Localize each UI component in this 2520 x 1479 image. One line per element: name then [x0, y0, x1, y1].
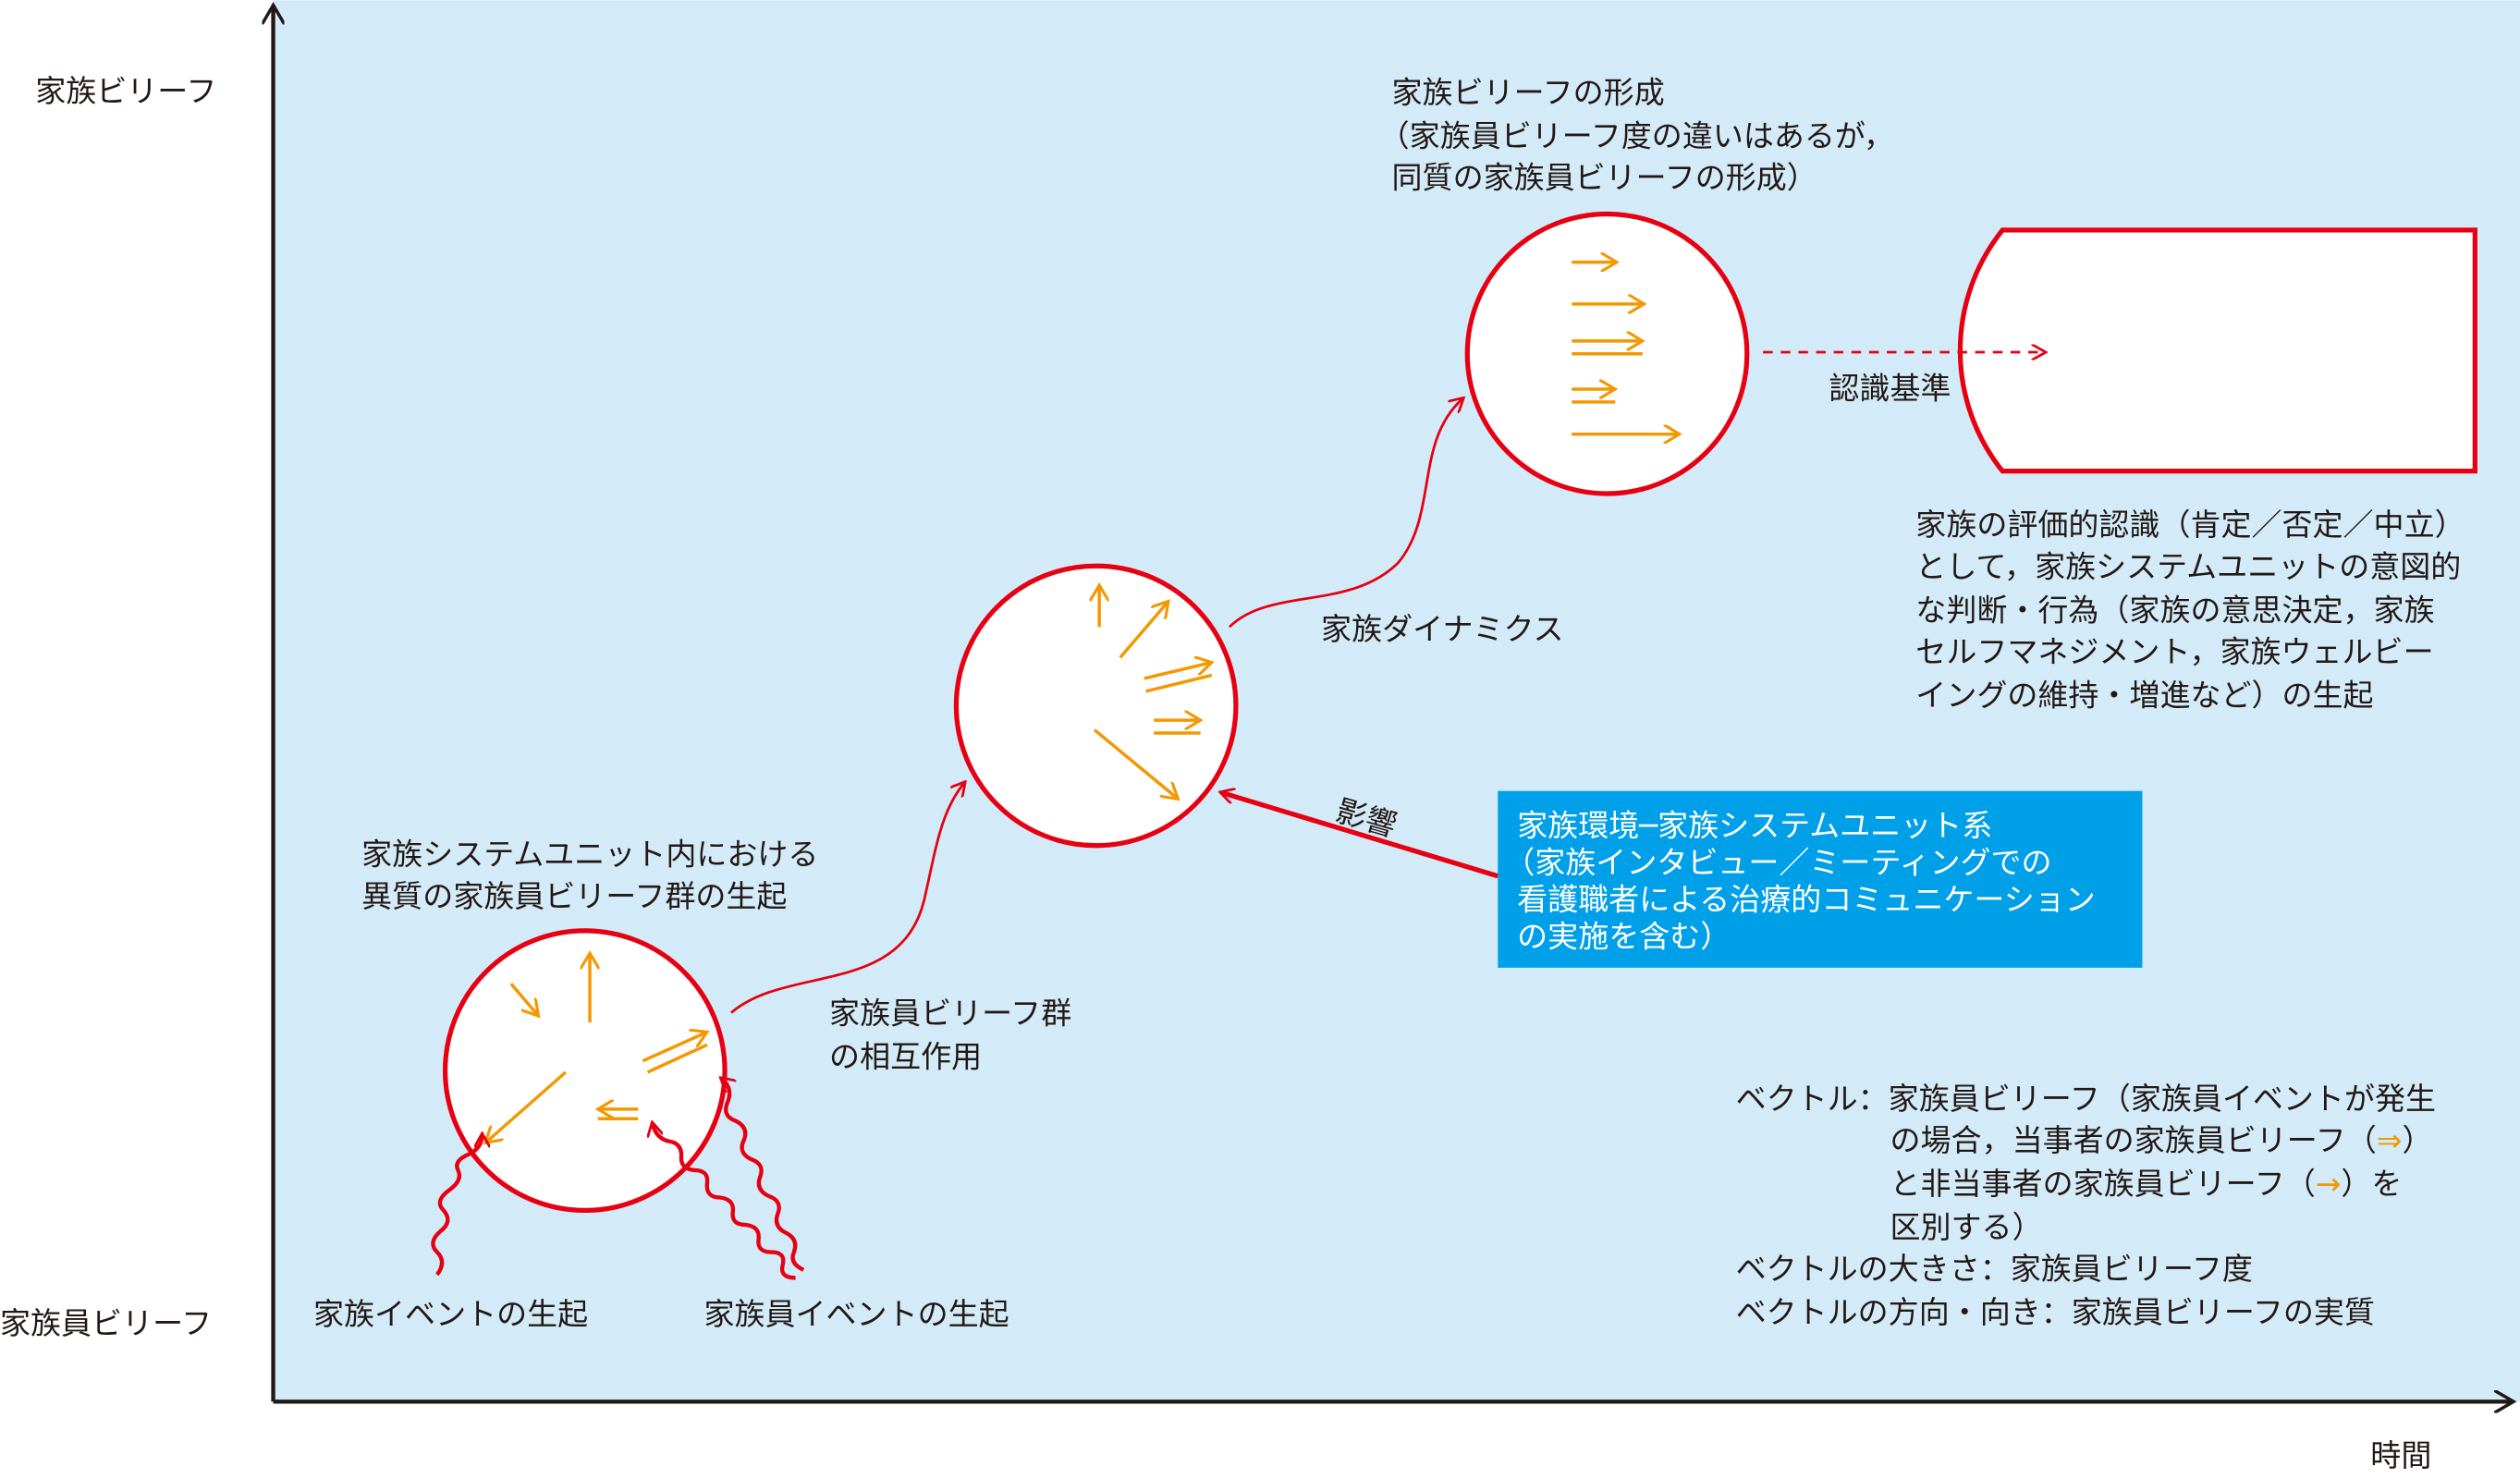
dynamics-curve	[1228, 398, 1462, 629]
evaluation-line-2: として，家族システムユニットの意図的	[1915, 548, 2461, 584]
environment-line-1: 家族環境─家族システムユニット系	[1517, 807, 1992, 843]
legend-magnitude: ベクトルの大きさ：家族員ビリーフ度	[1736, 1251, 2253, 1287]
double-arrow-icon: ⇒	[2377, 1122, 2403, 1158]
family-event-wavy-arrow	[431, 1135, 482, 1277]
member-event-wavy-arrow-2	[722, 1079, 805, 1272]
y-axis-top-label: 家族ビリーフ	[35, 73, 216, 109]
interaction-curve	[730, 783, 964, 1014]
legend-vector-line-3: と非当事者の家族員ビリーフ（→）を	[1890, 1166, 2403, 1202]
dynamics-label: 家族ダイナミクス	[1321, 611, 1563, 647]
y-axis-bottom-label: 家族員ビリーフ	[0, 1305, 212, 1341]
vector-arrows-circle-3	[1572, 263, 1679, 434]
member-event-label: 家族員イベントの生起	[703, 1296, 1009, 1332]
legend-vector-line-2: の場合，当事者の家族員ビリーフ（⇒）	[1890, 1122, 2433, 1158]
evaluation-line-5: イングの維持・増進など）の生起	[1915, 677, 2373, 713]
member-event-wavy-arrow-1	[653, 1124, 796, 1280]
formation-label-3: 同質の家族員ビリーフの形成）	[1392, 160, 1817, 196]
environment-line-2: （家族インタビュー／ミーティングでの	[1504, 844, 2051, 880]
x-axis-label: 時間	[2370, 1437, 2431, 1473]
heterogeneous-label-2: 異質の家族員ビリーフ群の生起	[361, 878, 787, 914]
interaction-label-2: の相互作用	[829, 1039, 982, 1075]
evaluation-line-3: な判断・行為（家族の意思決定，家族	[1915, 592, 2434, 628]
heterogeneous-label-1: 家族システムユニット内における	[361, 837, 818, 873]
criterion-label: 認識基準	[1829, 370, 1951, 406]
legend-vector-line-4: 区別する）	[1890, 1209, 2043, 1245]
influence-arrow	[1221, 792, 1499, 879]
single-arrow-icon: →	[2316, 1166, 2342, 1202]
evaluation-line-4: セルフマネジメント，家族ウェルビー	[1915, 634, 2433, 670]
legend-vector: ベクトル：家族員ビリーフ（家族員イベントが発生	[1736, 1081, 2436, 1117]
heterogeneous-beliefs-circle	[442, 928, 728, 1213]
formation-label-2: （家族員ビリーフ度の違いはあるが，	[1379, 117, 1894, 153]
interaction-circle	[953, 563, 1239, 849]
environment-line-3: 看護職者による治療的コミュニケーション	[1517, 881, 2096, 917]
family-environment-box	[1498, 790, 2143, 968]
legend-direction: ベクトルの方向・向き：家族員ビリーフの実質	[1736, 1294, 2375, 1330]
evaluative-recognition-document	[1957, 227, 2477, 474]
formation-label-1: 家族ビリーフの形成	[1392, 75, 1665, 111]
environment-line-4: の実施を含む）	[1517, 918, 1731, 954]
vector-arrows-circle-1	[485, 953, 707, 1143]
interaction-label-1: 家族員ビリーフ群	[829, 996, 1071, 1032]
vector-arrows-circle-2	[1095, 585, 1212, 799]
evaluation-line-1: 家族の評価的認識（肯定／否定／中立）	[1915, 507, 2465, 543]
family-event-label: 家族イベントの生起	[313, 1296, 588, 1332]
